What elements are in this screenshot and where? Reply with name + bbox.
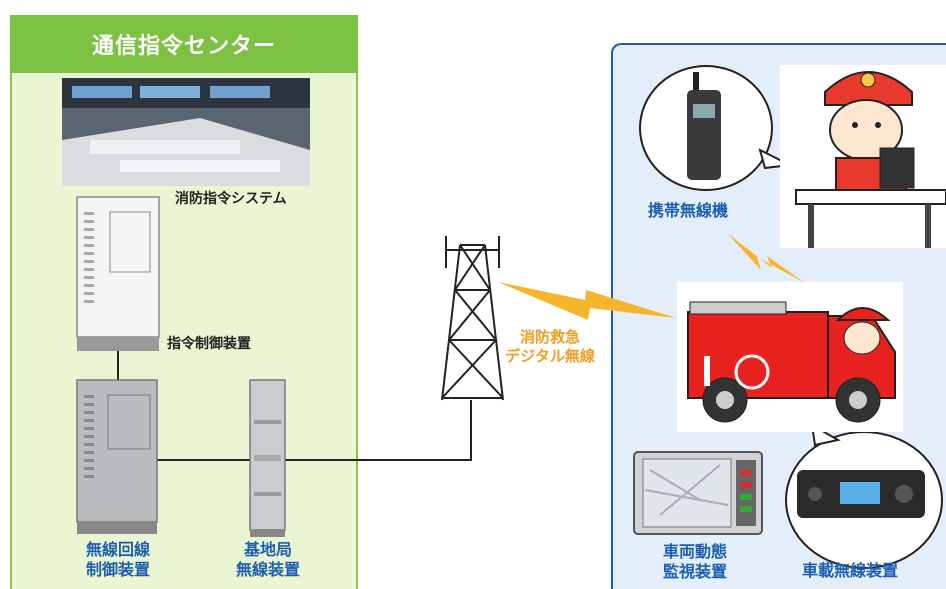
portable-radio-icon — [687, 90, 721, 180]
vehicle-monitor-label: 車両動態 監視装置 — [640, 542, 750, 582]
line-control-label-line1: 無線回線 — [85, 540, 150, 559]
command-control-unit-icon — [76, 196, 160, 351]
command-center-title: 通信指令センター — [10, 15, 358, 73]
portable-radio-bubble — [639, 65, 794, 191]
line-control-unit-label: 無線回線 制御装置 — [68, 540, 168, 580]
base-station-unit-label: 基地局 無線装置 — [218, 540, 318, 580]
control-room-photo — [62, 78, 310, 186]
fire-engine-icon — [677, 282, 903, 432]
base-station-label-line1: 基地局 — [243, 540, 292, 559]
line-control-unit-icon — [76, 379, 158, 534]
radio-tower-icon — [441, 236, 504, 401]
vehicle-monitor-label-line2: 監視装置 — [662, 562, 727, 581]
digital-radio-label-line2: デジタル無線 — [505, 347, 595, 365]
vehicle-radio-bubble — [785, 423, 943, 569]
command-control-unit-label: 指令制御装置 — [167, 336, 251, 352]
base-station-unit-icon — [249, 379, 286, 537]
firefighter-operator-icon — [780, 65, 946, 248]
link-base-to-tower — [285, 400, 472, 461]
portable-radio-label: 携帯無線機 — [648, 201, 729, 220]
vehicle-radio-label: 車載無線装置 — [802, 561, 899, 580]
portable-signal-lightning-icon — [727, 233, 805, 283]
fire-command-system-label: 消防指令システム — [175, 191, 287, 207]
line-control-label-line2: 制御装置 — [85, 560, 150, 579]
digital-radio-label: 消防救急 デジタル無線 — [490, 328, 610, 366]
vehicle-monitor-label-line1: 車両動態 — [662, 542, 727, 561]
radio-signal-lightning-icon — [498, 282, 676, 320]
base-station-label-line2: 無線装置 — [235, 560, 300, 579]
vehicle-monitor-icon — [633, 451, 763, 535]
digital-radio-label-line1: 消防救急 — [519, 328, 580, 346]
